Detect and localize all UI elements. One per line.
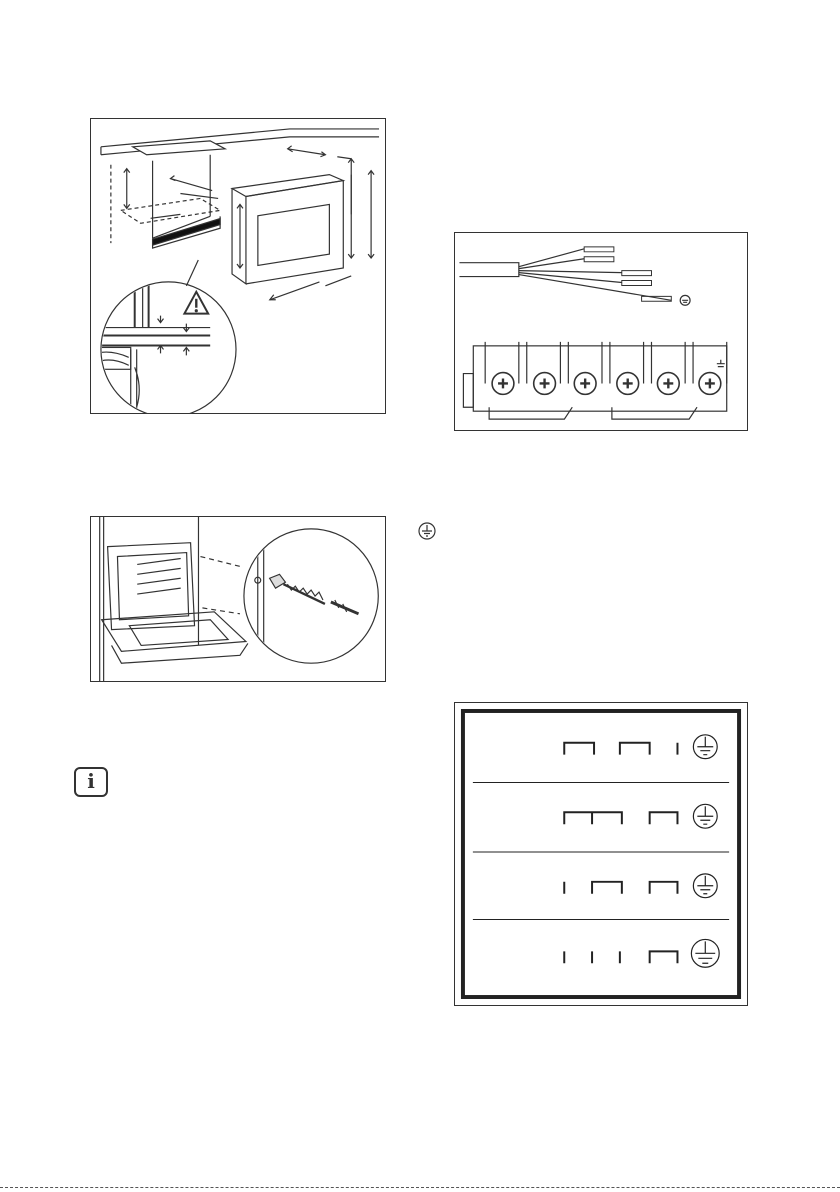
ground-icon bbox=[418, 522, 436, 540]
installation-dimensions-figure bbox=[90, 118, 386, 414]
ground-icon bbox=[693, 874, 717, 898]
ground-icon bbox=[693, 804, 717, 828]
terminal-bridge-connection-figure bbox=[454, 702, 748, 1006]
ground-icon bbox=[693, 735, 717, 759]
page-bottom-rule bbox=[0, 1187, 840, 1188]
ground-icon bbox=[691, 939, 719, 967]
info-icon: i bbox=[74, 767, 108, 797]
cable-terminal-block-figure bbox=[454, 232, 748, 431]
fixing-screw-figure bbox=[90, 516, 386, 682]
